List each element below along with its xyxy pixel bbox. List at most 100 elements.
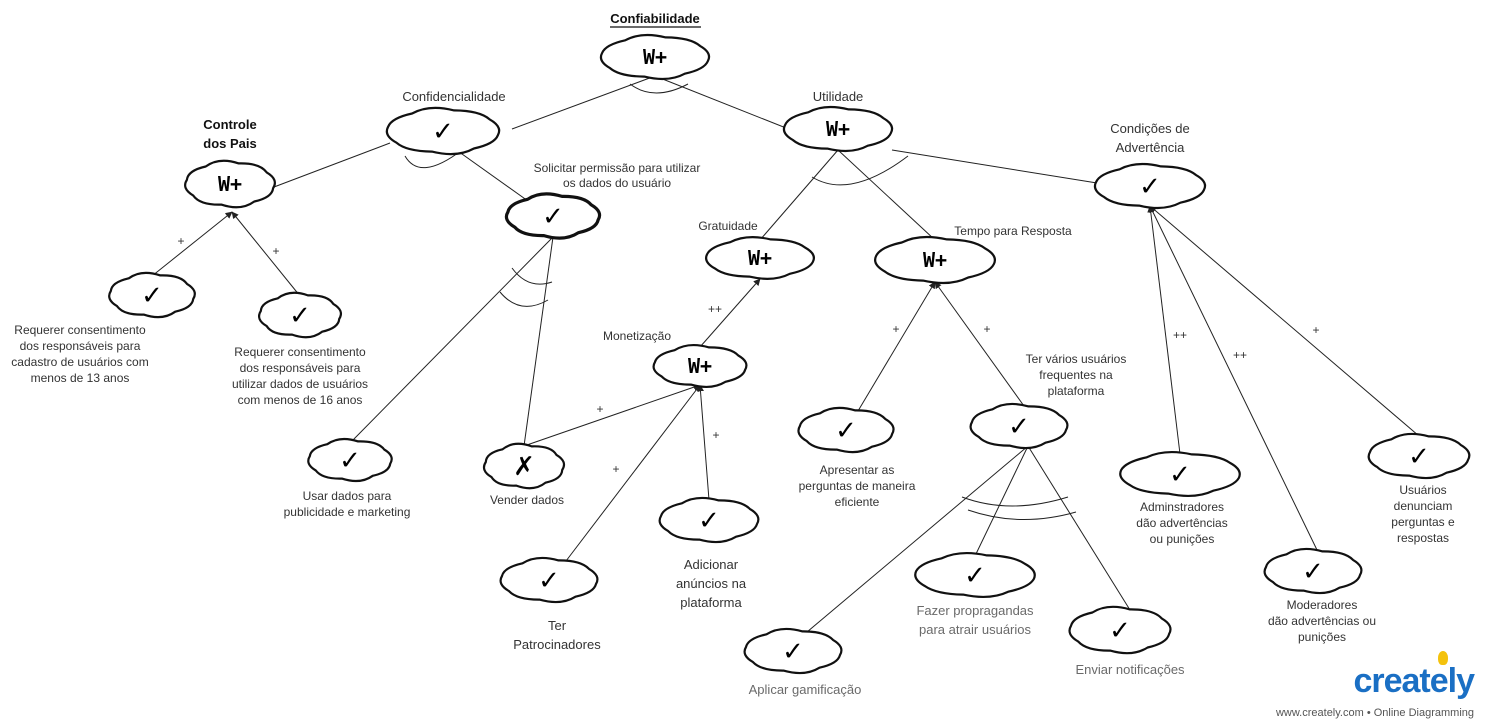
checkmark-icon: ✓ [782, 637, 804, 667]
weak-positive-icon: W+ [643, 45, 667, 69]
node-label-monetizacao: Monetização [603, 329, 671, 343]
softgoal-tempo-resposta[interactable]: W+ [874, 235, 996, 285]
checkmark-icon: ✓ [339, 446, 361, 476]
softgoal-adicionar-anuncios[interactable]: ✓ [658, 496, 760, 544]
softgoal-moderadores-advertencias[interactable]: ✓ [1263, 547, 1363, 595]
contribution-label: + [712, 428, 719, 442]
cloud-shape [782, 105, 894, 153]
edge-solicitar-permissao-to-confidencialidade [454, 148, 529, 202]
cloud-shape [797, 406, 895, 454]
weak-positive-icon: W+ [923, 248, 947, 272]
node-label-utilidade: Utilidade [813, 89, 864, 104]
edge-usar-dados-to-solicitar-permissao [351, 236, 554, 442]
softgoal-utilidade[interactable]: W+ [782, 105, 894, 153]
cloud-shape [184, 159, 276, 209]
cloud-shape [307, 437, 393, 483]
and-arc [967, 509, 1077, 521]
weak-positive-icon: W+ [688, 354, 712, 378]
cloud-shape [482, 442, 566, 490]
checkmark-icon: ✓ [835, 416, 857, 446]
softgoal-admins-advertencias[interactable]: ✓ [1119, 450, 1241, 498]
checkmark-icon: ✓ [432, 117, 454, 147]
softgoal-solicitar-permissao[interactable]: ✓ [504, 192, 602, 240]
edge-ter-patrocinadores-to-monetizacao [565, 384, 701, 562]
node-label-aplicar-gamificacao: Aplicar gamificação [749, 682, 862, 697]
weak-positive-icon: W+ [218, 172, 242, 196]
contribution-label: + [272, 244, 279, 258]
cloud-shape [1367, 432, 1471, 480]
node-label-tempo-resposta: Tempo para Resposta [954, 224, 1072, 238]
cloud-shape [914, 551, 1036, 599]
edge-consentimento-13-to-controle-pais [151, 211, 233, 277]
cross-icon: ✗ [513, 452, 535, 482]
edge-apresentar-perguntas-to-tempo-resposta [857, 281, 936, 412]
softgoal-fazer-propagandas[interactable]: ✓ [914, 551, 1036, 599]
contribution-label: ++ [1233, 348, 1247, 362]
softgoal-condicoes-advertencia[interactable]: ✓ [1093, 162, 1207, 210]
edge-consentimento-16-to-controle-pais [231, 211, 301, 297]
edge-confidencialidade-to-confiabilidade [511, 75, 656, 130]
cloud-shape [1093, 162, 1207, 210]
softgoal-aplicar-gamificacao[interactable]: ✓ [743, 627, 843, 675]
softgoal-enviar-notificacoes[interactable]: ✓ [1068, 605, 1172, 655]
softgoal-consentimento-16[interactable]: ✓ [257, 291, 343, 339]
node-label-gratuidade: Gratuidade [698, 219, 758, 233]
cloud-shape [257, 291, 343, 339]
softgoal-usuarios-denunciam[interactable]: ✓ [1367, 432, 1471, 480]
cloud-shape [385, 106, 501, 156]
edge-moderadores-advertencias-to-condicoes-advertencia [1149, 205, 1319, 553]
cloud-shape [499, 556, 599, 604]
softgoal-apresentar-perguntas[interactable]: ✓ [797, 406, 895, 454]
edge-vender-dados-to-monetizacao [523, 383, 701, 447]
checkmark-icon: ✓ [1169, 460, 1191, 490]
node-label-enviar-notificacoes: Enviar notificações [1075, 662, 1185, 677]
and-arc [404, 149, 463, 169]
and-arc [499, 291, 549, 307]
title-layer: Confiabilidade [610, 11, 701, 28]
softgoal-usar-dados[interactable]: ✓ [307, 437, 393, 483]
checkmark-icon: ✓ [964, 561, 986, 591]
edge-utilidade-to-confiabilidade [654, 75, 787, 129]
edge-vender-dados-to-solicitar-permissao [523, 236, 554, 447]
checkmark-icon: ✓ [289, 301, 311, 331]
softgoal-confiabilidade[interactable]: W+ [599, 33, 711, 81]
softgoal-controle-pais[interactable]: W+ [184, 159, 276, 209]
edge-monetizacao-to-gratuidade [699, 278, 761, 348]
and-arc [811, 155, 909, 186]
cloud-shape [1263, 547, 1363, 595]
contribution-label: + [983, 322, 990, 336]
checkmark-icon: ✓ [538, 566, 560, 596]
softgoal-usuarios-frequentes[interactable]: ✓ [969, 402, 1069, 450]
decomposition-arcs [404, 83, 1077, 521]
cloud-shape [1068, 605, 1172, 655]
node-label-vender-dados: Vender dados [490, 493, 564, 507]
checkmark-icon: ✓ [1109, 616, 1131, 646]
softgoal-vender-dados[interactable]: ✗ [482, 442, 566, 490]
edge-usuarios-denunciam-to-condicoes-advertencia [1149, 205, 1420, 437]
diagram-title: Confiabilidade [610, 11, 700, 26]
softgoal-monetizacao[interactable]: W+ [652, 343, 748, 389]
checkmark-icon: ✓ [141, 281, 163, 311]
cloud-shape [504, 192, 602, 240]
checkmark-icon: ✓ [698, 506, 720, 536]
and-arc [629, 83, 689, 94]
checkmark-icon: ✓ [1139, 172, 1161, 202]
edge-enviar-notificacoes-to-usuarios-frequentes [1027, 445, 1131, 611]
softgoal-consentimento-13[interactable]: ✓ [108, 271, 196, 319]
weak-positive-icon: W+ [826, 117, 850, 141]
softgoal-ter-patrocinadores[interactable]: ✓ [499, 556, 599, 604]
creately-tagline: www.creately.com • Online Diagramming [1275, 707, 1474, 719]
softgoal-confidencialidade[interactable]: ✓ [385, 106, 501, 156]
edge-admins-advertencias-to-condicoes-advertencia [1147, 205, 1181, 455]
edge-tempo-resposta-to-utilidade [837, 149, 936, 241]
and-arc [961, 496, 1069, 507]
node-label-confidencialidade: Confidencialidade [402, 89, 505, 104]
softgoal-gratuidade[interactable]: W+ [705, 236, 815, 280]
